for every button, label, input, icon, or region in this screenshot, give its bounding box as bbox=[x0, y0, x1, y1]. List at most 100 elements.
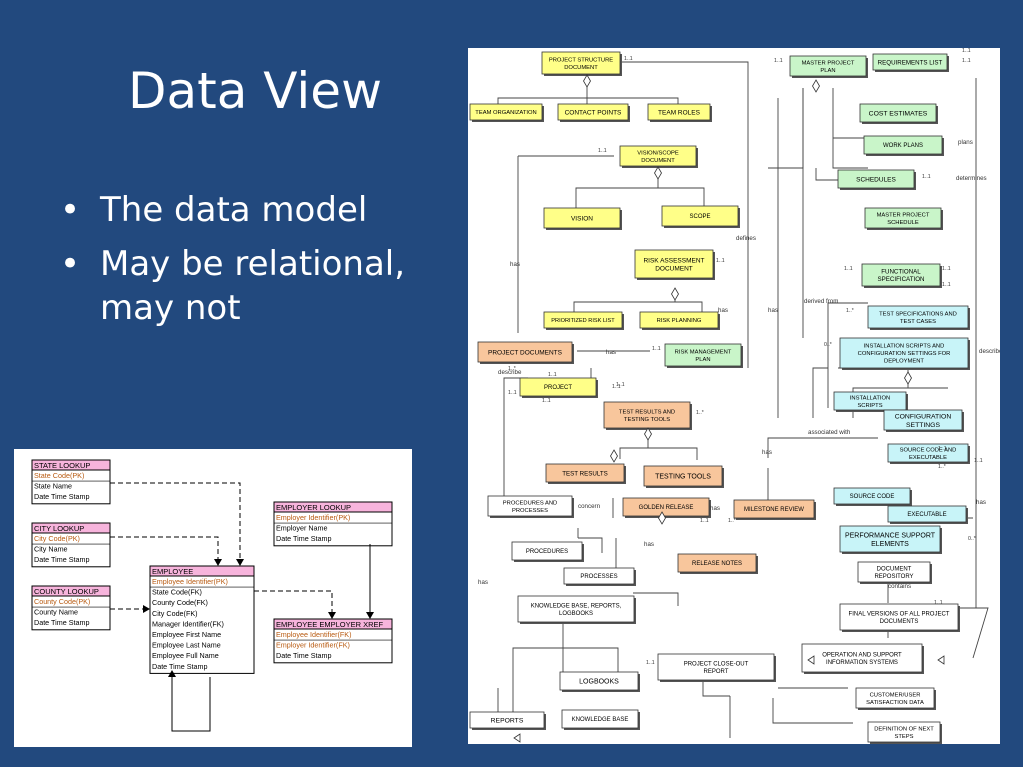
arrow-head-icon bbox=[236, 559, 244, 566]
multiplicity-label: 1..1 bbox=[542, 398, 551, 404]
entity-field: Date Time Stamp bbox=[152, 662, 208, 671]
node-label: INSTALLATION bbox=[850, 395, 890, 401]
node-label: SOURCE CODE AND bbox=[900, 447, 957, 453]
entity-field: Employer Name bbox=[276, 524, 328, 533]
node-box bbox=[861, 263, 941, 287]
node-release_notes: RELEASE NOTES bbox=[677, 553, 758, 574]
node-label: RELEASE NOTES bbox=[692, 561, 742, 567]
node-proj_docs: PROJECT DOCUMENTS bbox=[477, 341, 574, 364]
node-box bbox=[639, 311, 719, 329]
node-box bbox=[863, 135, 943, 155]
node-label: SETTINGS bbox=[906, 422, 940, 429]
node-label: TEST RESULTS bbox=[562, 470, 608, 477]
bullet-icon: • bbox=[60, 244, 81, 284]
multiplicity-label: 1..* bbox=[846, 308, 854, 314]
node-label: REPORTS bbox=[491, 718, 524, 725]
relation-label: determines bbox=[956, 175, 987, 182]
node-scope: SCOPE bbox=[661, 205, 740, 228]
node-label: TESTING TOOLS bbox=[624, 417, 670, 423]
node-label: PRIORITIZED RISK LIST bbox=[551, 318, 615, 324]
node-reports: REPORTS bbox=[469, 711, 546, 730]
entity-title: EMPLOYEE bbox=[152, 567, 193, 576]
node-label: VISION bbox=[571, 215, 593, 222]
node-label: EXECUTABLE bbox=[907, 512, 946, 518]
connector-line bbox=[832, 88, 868, 169]
node-roles: TEAM ROLES bbox=[647, 103, 712, 122]
node-box bbox=[545, 463, 625, 483]
node-label: STEPS bbox=[894, 734, 913, 740]
entity-title: EMPLOYEE EMPLOYER XREF bbox=[276, 620, 384, 629]
node-label: RISK MANAGEMENT bbox=[675, 349, 732, 355]
node-label: KNOWLEDGE BASE bbox=[572, 717, 629, 723]
multiplicity-label: 1..1 bbox=[942, 282, 951, 288]
relation-label: describe bbox=[498, 369, 522, 376]
node-label: FUNCTIONAL bbox=[881, 268, 921, 275]
arrow-head-icon bbox=[366, 612, 374, 619]
node-box bbox=[733, 499, 815, 519]
entity-field: Employee Identifier(PK) bbox=[152, 577, 228, 586]
node-box bbox=[883, 409, 963, 431]
aggregation-diamond-icon bbox=[654, 166, 662, 180]
node-box bbox=[661, 205, 739, 227]
multiplicity-label: 1..1 bbox=[962, 58, 971, 64]
multiplicity-label: 1..* bbox=[508, 366, 516, 372]
node-risk_plan: RISK PLANNING bbox=[639, 311, 720, 330]
node-label: KNOWLEDGE BASE, REPORTS, bbox=[531, 603, 622, 609]
node-source: SOURCE CODE bbox=[833, 487, 912, 506]
entity-field: Date Time Stamp bbox=[276, 534, 332, 543]
multiplicity-label: 0..* bbox=[968, 536, 976, 542]
arrow-head-icon bbox=[214, 559, 222, 566]
entity-field: Employee First Name bbox=[152, 630, 221, 639]
multiplicity-label: 1..1 bbox=[962, 48, 971, 54]
node-box bbox=[517, 595, 635, 623]
node-box bbox=[469, 711, 545, 729]
node-box bbox=[622, 497, 710, 517]
node-box bbox=[511, 541, 583, 561]
multiplicity-label: 1..1 bbox=[646, 660, 655, 666]
entity-field: County Name bbox=[34, 608, 78, 617]
connector-line bbox=[587, 97, 679, 104]
entity-field: County Code(PK) bbox=[34, 597, 90, 606]
multiplicity-label: 1..1 bbox=[700, 518, 709, 524]
generalization-arrow-icon bbox=[807, 655, 815, 665]
connector-line bbox=[573, 288, 676, 312]
node-box bbox=[603, 401, 691, 429]
entity-header bbox=[31, 585, 111, 597]
arrow-head-icon bbox=[328, 612, 336, 619]
node-box bbox=[872, 53, 948, 71]
aggregation-diamond-icon bbox=[583, 74, 591, 88]
aggregation-diamond-icon bbox=[644, 427, 652, 441]
node-label: SCOPE bbox=[689, 214, 710, 220]
relation-label: has bbox=[718, 307, 728, 314]
node-box bbox=[543, 207, 621, 229]
entity-field: City Code(FK) bbox=[152, 609, 198, 618]
node-box bbox=[647, 103, 711, 121]
node-logbooks: LOGBOOKS bbox=[559, 671, 640, 692]
relation-label: has bbox=[478, 579, 488, 586]
slide-title: Data View bbox=[128, 62, 382, 120]
node-box bbox=[541, 51, 621, 75]
entity-title: CITY LOOKUP bbox=[34, 524, 84, 533]
node-box bbox=[801, 643, 923, 673]
relation-label: has bbox=[762, 449, 772, 456]
node-kb: KNOWLEDGE BASE bbox=[561, 709, 640, 730]
node-exec: EXECUTABLE bbox=[887, 505, 968, 524]
entity-field: Date Time Stamp bbox=[34, 492, 90, 501]
node-label: DOCUMENT bbox=[641, 158, 675, 164]
